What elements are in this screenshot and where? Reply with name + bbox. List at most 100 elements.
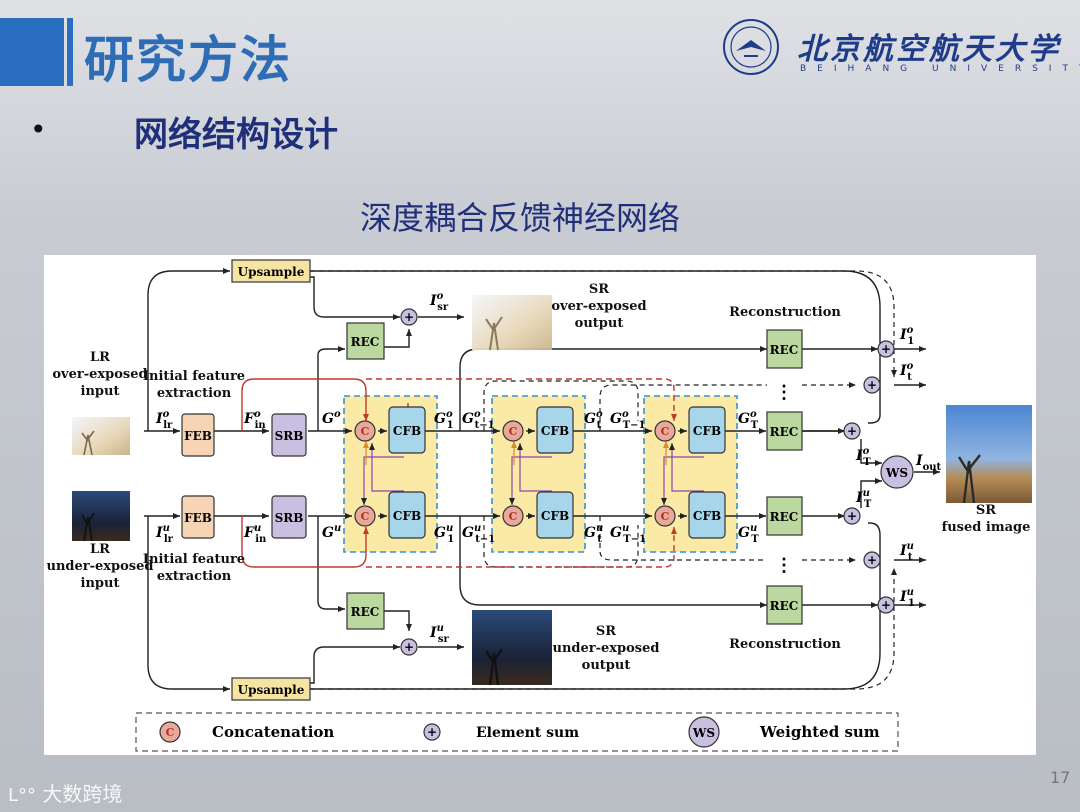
- rec-dots-under: ⋮: [775, 555, 793, 576]
- svg-text:FEB: FEB: [184, 429, 212, 443]
- coupling-paths: [361, 443, 704, 505]
- concat-node-3-under: C: [654, 505, 676, 527]
- rec-block-sr-over: REC: [346, 322, 385, 360]
- sum-t-under: +: [863, 551, 881, 569]
- initial-feature-under-1: Initial feature: [143, 552, 245, 567]
- legend-ws-icon: [688, 716, 720, 748]
- sum-T-under: +: [843, 507, 861, 525]
- svg-text:REC: REC: [770, 343, 799, 357]
- svg-text:FEB: FEB: [184, 511, 212, 525]
- svg-text:SRB: SRB: [275, 429, 304, 443]
- rec-block-T-over: REC: [766, 411, 803, 451]
- srb-block-over: SRB: [271, 413, 307, 457]
- upsample-block-bottom: Upsample: [231, 677, 311, 701]
- sum-1-over: +: [877, 340, 895, 358]
- svg-text:REC: REC: [770, 510, 799, 524]
- lr-under-exposed-image: [72, 491, 130, 542]
- sum-T-over: +: [843, 422, 861, 440]
- legend-concat-icon: [159, 721, 181, 743]
- reconstruction-label-top: Reconstruction: [729, 305, 841, 320]
- svg-text:+: +: [404, 640, 414, 654]
- svg-text:C: C: [509, 510, 518, 523]
- title-accent-block: [0, 18, 64, 86]
- svg-text:REC: REC: [770, 425, 799, 439]
- sr-under-exposed-image: [472, 610, 552, 686]
- lr-over-label-3: input: [81, 384, 120, 399]
- sum-sr-over: +: [400, 308, 418, 326]
- lr-over-exposed-image: [72, 417, 130, 456]
- cfb-block-3-over: CFB: [688, 406, 726, 454]
- legend: C Concatenation + Element sum WS Weighte…: [135, 712, 899, 752]
- svg-text:WS: WS: [885, 466, 908, 480]
- initial-feature-over-1: Initial feature: [143, 369, 245, 384]
- legend-sum-symbol: +: [427, 725, 437, 739]
- university-name-cn: 北京航空航天大学: [797, 32, 1061, 67]
- svg-text:C: C: [361, 510, 370, 523]
- sr-fused-label-2: fused image: [942, 520, 1031, 535]
- sum-nodes: ++++++++: [400, 308, 895, 656]
- cfb-block-3-under: CFB: [688, 491, 726, 539]
- page-number: 17: [1050, 768, 1071, 787]
- rec-dots-over: ⋮: [775, 382, 793, 403]
- feb-block-under: FEB: [181, 495, 215, 539]
- svg-text:REC: REC: [351, 605, 380, 619]
- ws-node: WS: [880, 455, 914, 489]
- stage-nodes: C CFB C CFB C CFB C CFB C CFB C CFB: [354, 406, 726, 539]
- svg-text:+: +: [404, 310, 414, 324]
- sr-fused-label-1: SR: [976, 503, 996, 518]
- initial-feature-over-2: extraction: [157, 386, 232, 401]
- concat-node-2-over: C: [502, 420, 524, 442]
- university-seal-logo: [723, 19, 779, 75]
- rec-block-T-under: REC: [766, 496, 803, 536]
- svg-text:C: C: [661, 425, 670, 438]
- rec-block-1-over: REC: [766, 329, 803, 369]
- concat-node-3-over: C: [654, 420, 676, 442]
- legend-box: [135, 712, 899, 752]
- slide-title: 研究方法: [84, 31, 292, 89]
- svg-text:CFB: CFB: [541, 509, 569, 523]
- var-iout: Iout: [915, 453, 942, 473]
- cfb-block-1-under: CFB: [388, 491, 426, 539]
- bullet: •: [30, 113, 47, 146]
- legend-concat-label: Concatenation: [212, 723, 334, 741]
- rec-block-1-under: REC: [766, 585, 803, 625]
- var-g-o: Go: [322, 409, 341, 427]
- title-accent-bar: [67, 18, 73, 86]
- network-architecture-figure: Upsample Upsample FEB FEB SRB SRB: [44, 255, 1036, 755]
- feb-block-over: FEB: [181, 413, 215, 457]
- legend-ws-label: Weighted sum: [759, 723, 880, 741]
- sum-1-under: +: [877, 596, 895, 614]
- sr-over-exposed-image: [472, 295, 552, 351]
- legend-ws-symbol: WS: [692, 726, 715, 740]
- svg-text:C: C: [361, 425, 370, 438]
- cfb-block-2-over: CFB: [536, 406, 574, 454]
- architecture-diagram: Upsample Upsample FEB FEB SRB SRB: [47, 259, 1032, 752]
- concat-node-2-under: C: [502, 505, 524, 527]
- concat-node-1-over: C: [354, 420, 376, 442]
- sr-over-label-1: SR: [589, 282, 609, 297]
- sr-under-label-2: under-exposed: [553, 641, 660, 656]
- srb-block-under: SRB: [271, 495, 307, 539]
- svg-text:CFB: CFB: [693, 424, 721, 438]
- cfb-block-1-over: CFB: [388, 406, 426, 454]
- watermark-logo-icon: ᒪ°°: [8, 785, 37, 806]
- main-wires: [144, 268, 940, 692]
- svg-text:Upsample: Upsample: [238, 683, 305, 697]
- svg-text:CFB: CFB: [393, 509, 421, 523]
- reconstruction-label-bottom: Reconstruction: [729, 637, 841, 652]
- var-g-u: Gu: [322, 523, 341, 541]
- sr-under-label-1: SR: [596, 624, 616, 639]
